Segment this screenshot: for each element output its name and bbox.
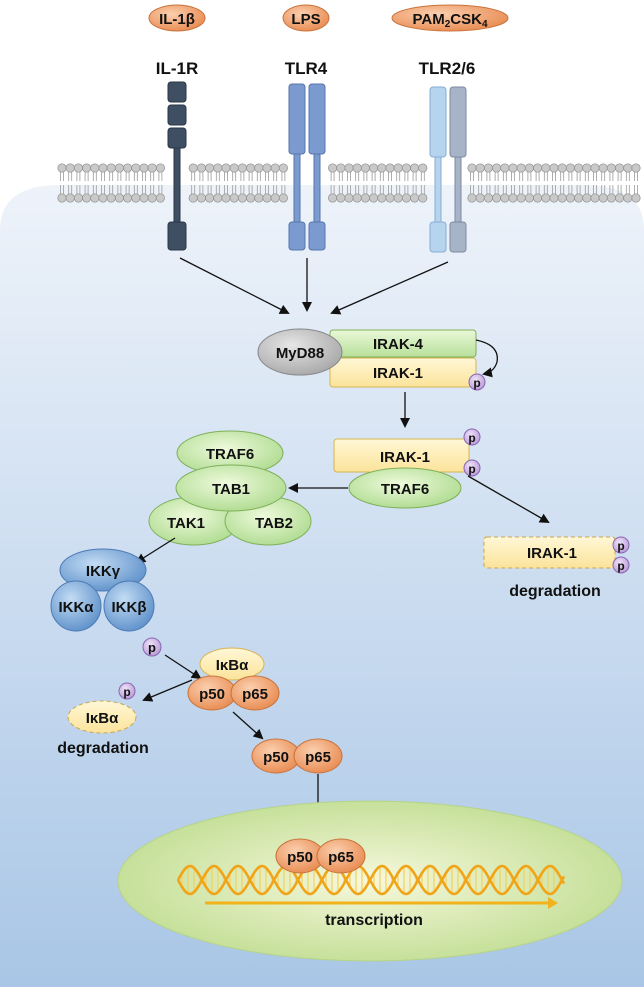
ikk-beta-label: IKKβ (112, 599, 147, 616)
arrow-to-nfkb-inactive (164, 654, 202, 680)
ikba-degradation: IκBα p degradation (57, 682, 149, 757)
receptor-il1r-label: IL-1R (156, 59, 199, 78)
irak4-label: IRAK-4 (373, 336, 424, 353)
ikk-alpha-label: IKKα (58, 599, 94, 616)
phospho-irak1-a: p (468, 373, 486, 391)
ikk-gamma-label: IKKγ (86, 563, 121, 580)
phospho-ikba: p (118, 682, 136, 700)
tak1-label: TAK1 (167, 515, 205, 532)
tab1-label: TAB1 (212, 481, 250, 498)
p65-nuclear-label: p65 (328, 849, 354, 866)
irak1-traf6-complex: IRAK-1 TRAF6 p p (333, 428, 481, 509)
arrow-to-ikk (135, 537, 176, 564)
receptor-tlr4 (288, 83, 326, 251)
p50-inactive-label: p50 (199, 686, 225, 703)
ikba-degradation-text: degradation (57, 740, 149, 757)
traf6-tak-label: TRAF6 (206, 446, 254, 463)
receptor-tlr26-label: TLR2/6 (419, 59, 476, 78)
transcription-label: transcription (325, 912, 423, 929)
cell-membrane (57, 163, 641, 203)
phospho-irak1-c: p (463, 459, 481, 477)
ligand-il1b: IL-1β (148, 4, 206, 32)
nfkb-ikba-complex: IκBα p50 p65 (187, 647, 280, 711)
nfkb-free: p50 p65 (251, 738, 343, 774)
ikk-complex: IKKγ IKKα IKKβ p (50, 548, 162, 657)
receptor-tlr26 (429, 86, 467, 253)
irak1-degradation-label: IRAK-1 (527, 545, 577, 562)
traf6-complex2-label: TRAF6 (381, 481, 429, 498)
p65-free-label: p65 (305, 749, 331, 766)
svg-text:p: p (617, 539, 624, 553)
svg-text:p: p (148, 640, 156, 655)
svg-text:p: p (468, 462, 475, 476)
arrow-to-ikba-degradation (142, 679, 193, 702)
receptor-il1r (167, 81, 187, 251)
p65-inactive-label: p65 (242, 686, 268, 703)
ligand-pam2csk4: PAM2CSK4 (391, 4, 509, 32)
arrow-to-irak1-degradation (467, 475, 550, 523)
receptor-tlr4-label: TLR4 (285, 59, 328, 78)
ligand-pam2csk4-label: PAM2CSK4 (412, 11, 487, 30)
phospho-irak1-e: p (612, 556, 630, 574)
p50-free-label: p50 (263, 749, 289, 766)
tab2-label: TAB2 (255, 515, 293, 532)
phospho-irak1-b: p (463, 428, 481, 446)
nucleus: p50 p65 transcription (117, 800, 623, 962)
irak1-label: IRAK-1 (373, 365, 423, 382)
arrow-to-nfkb-free (232, 711, 264, 740)
ligand-il1b-label: IL-1β (159, 11, 195, 28)
svg-text:p: p (123, 685, 130, 699)
myd88-complex: MyD88 IRAK-4 IRAK-1 p (257, 328, 498, 391)
phospho-irak1-d: p (612, 536, 630, 554)
phospho-ikk: p (142, 637, 162, 657)
ligand-lps-label: LPS (291, 11, 320, 28)
svg-text:p: p (473, 376, 480, 390)
svg-text:p: p (468, 431, 475, 445)
irak1-degradation: IRAK-1 p p degradation (483, 536, 630, 600)
p50-nuclear-label: p50 (287, 849, 313, 866)
myd88-label: MyD88 (276, 345, 324, 362)
irak1-degradation-text: degradation (509, 583, 601, 600)
ikba-label: IκBα (216, 657, 249, 674)
ligand-lps: LPS (282, 4, 330, 32)
ikba-degradation-label: IκBα (86, 710, 119, 727)
tak1-complex: TRAF6 TAB1 TAK1 TAB2 (148, 430, 312, 546)
irak1-complex2-label: IRAK-1 (380, 449, 430, 466)
dna-helix (176, 864, 566, 896)
receptor-arrows (179, 257, 449, 315)
svg-text:p: p (617, 559, 624, 573)
